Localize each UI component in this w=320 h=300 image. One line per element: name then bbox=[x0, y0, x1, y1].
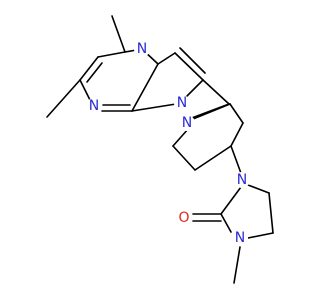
bond-c2-n1 bbox=[186, 79, 204, 97]
atom-bg-n-piperidine bbox=[179, 115, 195, 131]
bond-n1i-c2i bbox=[220, 186, 242, 215]
bond-c3p-c4p bbox=[194, 145, 232, 171]
bond-c4p-c5p bbox=[230, 122, 244, 147]
bond-c2p-c3p bbox=[172, 145, 196, 171]
atom-bg-n-imidazolidinone-1 bbox=[234, 172, 250, 188]
bond-n1-c8a bbox=[131, 103, 177, 112]
bond-c6-c7 bbox=[79, 56, 99, 81]
bond-c2i-n3i bbox=[220, 213, 232, 233]
bond-n4-c3 bbox=[157, 52, 176, 65]
bond-c5-c6 bbox=[97, 51, 126, 58]
atom-label-n-pyrimidine: N bbox=[89, 98, 99, 114]
atom-label-n-bridge: N bbox=[137, 41, 147, 57]
bond-c8a-n4 bbox=[131, 63, 159, 112]
bond-c5p-c6p bbox=[229, 103, 244, 124]
atom-bg-o-carbonyl bbox=[176, 210, 192, 226]
bond-c7-n8 bbox=[79, 79, 91, 101]
bond-c7-methyl bbox=[46, 79, 81, 118]
molecule-structure: N N N N N N O bbox=[46, 15, 274, 284]
bond-c5i-n1i bbox=[247, 184, 270, 194]
atom-bg-n-imidazole bbox=[174, 95, 190, 111]
bond-c3-c2-double bbox=[179, 47, 206, 74]
bond-n3i-c4i bbox=[247, 232, 274, 239]
bond-c4p-nimid bbox=[230, 145, 243, 177]
molecule-canvas: N N N N N N O bbox=[46, 15, 274, 284]
atom-label-n-imidazolidinone-3: N bbox=[235, 230, 245, 246]
atom-label-n-imidazole: N bbox=[177, 95, 187, 111]
bond-c4i-c5i bbox=[268, 192, 274, 234]
atom-bg-n-pyrimidine bbox=[86, 98, 102, 114]
bond-np-c2p bbox=[172, 127, 190, 147]
bond-c6p-np bbox=[192, 103, 231, 120]
bond-n3i-methyl bbox=[233, 246, 241, 284]
bond-c3-c2 bbox=[174, 52, 204, 81]
atom-label-o-carbonyl: O bbox=[178, 210, 189, 226]
atom-bg-n-imidazolidinone-3 bbox=[232, 230, 248, 246]
atom-bg-n-bridge bbox=[134, 41, 150, 57]
bond-c6-c7-double bbox=[86, 62, 103, 83]
atom-label-n-imidazolidinone-1: N bbox=[237, 172, 247, 188]
bond-c5-methyl bbox=[111, 15, 126, 53]
bond-c2-ch2 bbox=[202, 79, 230, 105]
atom-label-n-piperidine: N bbox=[182, 115, 192, 131]
